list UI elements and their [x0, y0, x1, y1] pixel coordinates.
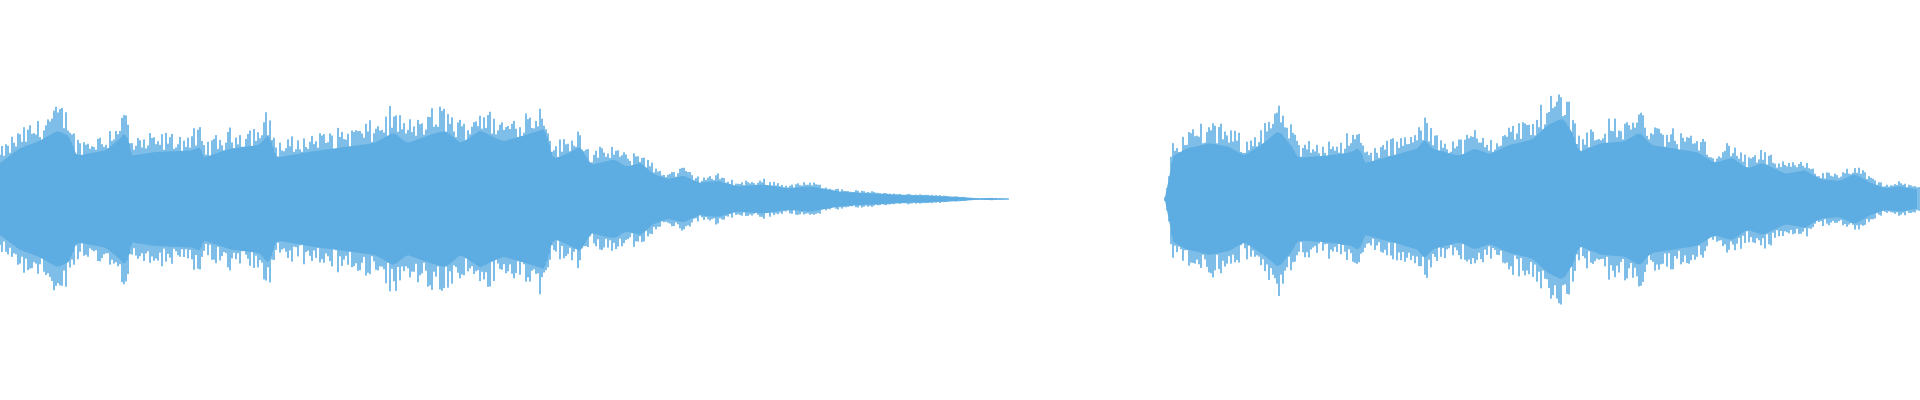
- waveform-bars: [0, 94, 1920, 305]
- waveform-body-1: [0, 129, 1008, 269]
- waveform-body-2: [1165, 118, 1917, 280]
